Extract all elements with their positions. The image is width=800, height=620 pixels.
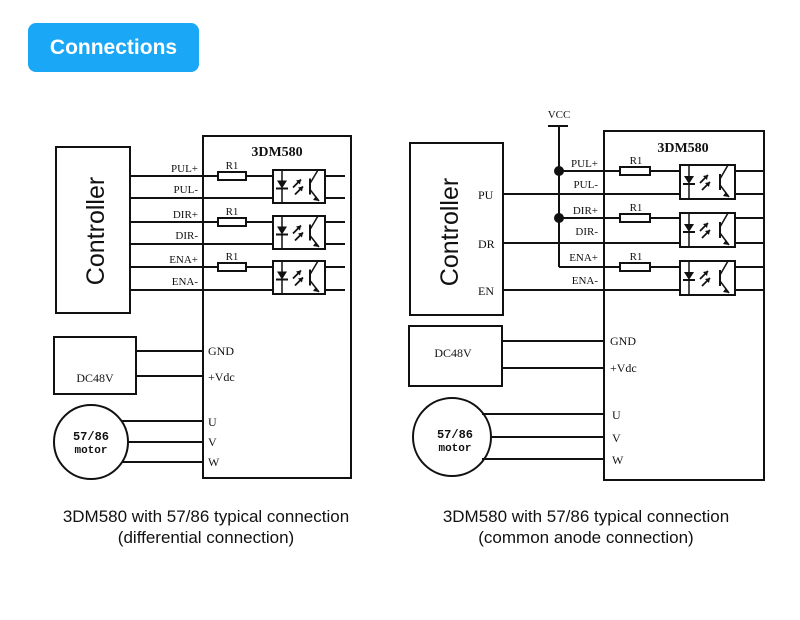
signal-label: ENA- [572,275,599,287]
motor-label: motor [438,443,471,455]
caption-common-anode: 3DM580 with 57/86 typical connection (co… [396,506,776,548]
signal-label: DIR- [175,230,198,242]
caption-line: 3DM580 with 57/86 typical connection [62,507,350,526]
power-supply-label: DC48V [76,371,114,385]
resistor-label: R1 [226,251,239,263]
junction-dot [554,166,564,176]
controller-label: Controller [436,178,464,286]
signal-label: DIR- [575,226,598,238]
pin-label: GND [208,344,234,358]
pin-label: U [208,415,217,429]
controller-box [55,146,131,314]
motor-label: motor [74,445,107,457]
power-supply-box [53,336,137,395]
resistor-label: R1 [226,160,239,172]
signal-label: PUL+ [571,158,598,170]
pin-label: GND [610,334,636,348]
optocoupler-glyphs [276,164,730,295]
led-icon [684,272,694,280]
signal-label: PUL+ [171,163,198,175]
caption-differential: 3DM580 with 57/86 typical connection (di… [16,506,396,548]
led-icon [684,224,694,232]
pin-label: +Vdc [610,361,637,375]
resistor-r1-ena [619,262,651,272]
resistor-label: R1 [630,251,643,263]
resistor-label: R1 [630,202,643,214]
signal-label: DIR+ [173,209,198,221]
junction-dot [554,213,564,223]
connections-header-badge: Connections [28,23,199,72]
pin-label: V [208,435,217,449]
signal-label: ENA+ [169,254,198,266]
pin-label: V [612,431,621,445]
controller-pin-label: PU [478,188,494,202]
controller-pin-label: EN [478,284,494,298]
resistor-label: R1 [226,206,239,218]
pin-label: +Vdc [208,370,235,384]
driver-label: 3DM580 [657,141,708,156]
caption-line: (common anode connection) [478,528,694,547]
resistor-r1-dir [217,217,247,227]
power-supply-box [408,325,503,387]
signal-label: PUL- [574,179,599,191]
caption-line: (differential connection) [117,528,295,547]
power-supply-label: DC48V [434,346,472,360]
pin-label: W [612,453,624,467]
vcc-label: VCC [548,109,571,121]
signal-label: ENA- [172,276,199,288]
led-icon [277,271,287,280]
motor-label: 57/86 [437,428,473,442]
motor-label: 57/86 [73,430,109,444]
resistor-label: R1 [630,155,643,167]
driver-box [603,130,765,481]
led-icon [684,176,694,184]
resistor-r1-pul [619,166,651,176]
controller-box [409,142,504,316]
signal-label: DIR+ [573,205,598,217]
pin-label: W [208,455,220,469]
resistor-r1-pul [217,171,247,181]
resistor-r1-ena [217,262,247,272]
resistor-r1-dir [619,213,651,223]
driver-label: 3DM580 [251,145,302,160]
signal-label: ENA+ [569,252,598,264]
signal-label: PUL- [174,184,199,196]
pin-label: U [612,408,621,422]
controller-pin-label: DR [478,237,495,251]
caption-line: 3DM580 with 57/86 typical connection [442,507,730,526]
led-icon [277,226,287,235]
controller-label: Controller [82,177,110,285]
driver-box [202,135,352,479]
led-icon [277,180,287,189]
